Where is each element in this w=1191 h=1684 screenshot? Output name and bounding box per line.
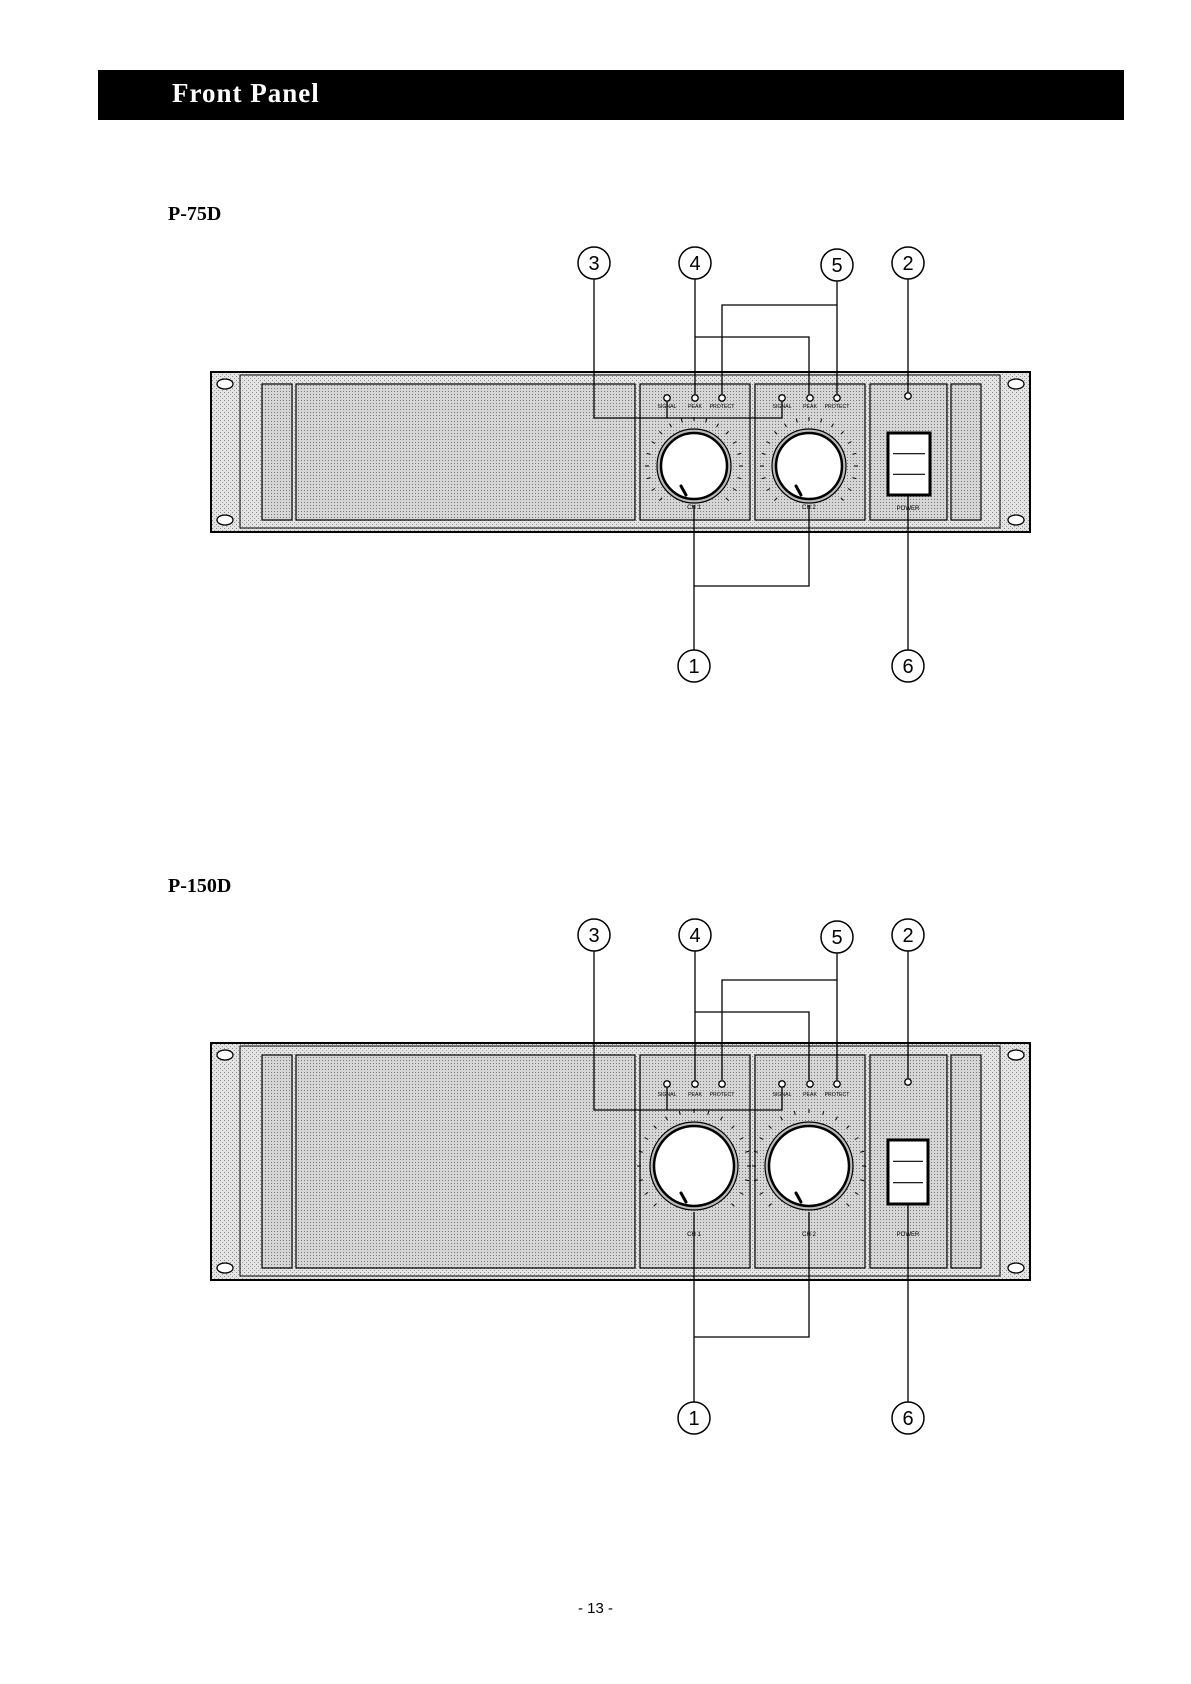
power-led — [905, 393, 911, 399]
peak-led-ch1 — [692, 1081, 698, 1087]
rack-mount-hole — [217, 1263, 233, 1273]
rack-mount-hole — [1008, 1263, 1024, 1273]
rack-mount-hole — [1008, 379, 1024, 389]
peak-led-ch1 — [692, 395, 698, 401]
protect-led-ch1 — [719, 1081, 725, 1087]
protect-led-label: PROTECT — [710, 1092, 736, 1098]
rack-mount-hole — [217, 515, 233, 525]
rack-mount-hole — [1008, 1050, 1024, 1060]
peak-led-ch2 — [807, 1081, 813, 1087]
callout-number: 5 — [831, 255, 842, 277]
rack-mount-hole — [1008, 515, 1024, 525]
peak-led-ch2 — [807, 395, 813, 401]
signal-led-ch2 — [779, 1081, 785, 1087]
signal-led-ch1 — [664, 395, 670, 401]
protect-led-ch2 — [834, 1081, 840, 1087]
blank-panel — [296, 1055, 635, 1268]
page-number: - 13 - — [0, 1600, 1191, 1617]
callout-number: 6 — [902, 656, 913, 678]
rack-mount-hole — [217, 1050, 233, 1060]
callout-number: 3 — [588, 253, 599, 275]
right-handle — [951, 1055, 981, 1268]
signal-led-ch1 — [664, 1081, 670, 1087]
protect-led-label: PROTECT — [825, 404, 851, 410]
blank-panel — [296, 384, 635, 520]
callout-number: 6 — [902, 1408, 913, 1430]
power-switch — [888, 433, 930, 495]
peak-led-label: PEAK — [803, 404, 817, 410]
callout-number: 4 — [689, 253, 700, 275]
callout-number: 4 — [689, 925, 700, 947]
callout-number: 1 — [688, 656, 699, 678]
callout-number: 3 — [588, 925, 599, 947]
callout-number: 2 — [902, 925, 913, 947]
protect-led-label: PROTECT — [710, 404, 736, 410]
left-handle — [262, 384, 292, 520]
gain-knob-ch1 — [661, 433, 727, 499]
right-handle — [951, 384, 981, 520]
power-switch — [888, 1140, 928, 1204]
peak-led-label: PEAK — [688, 1092, 702, 1098]
gain-knob-ch1 — [654, 1126, 734, 1206]
callout-number: 2 — [902, 253, 913, 275]
left-handle — [262, 1055, 292, 1268]
gain-knob-ch2 — [769, 1126, 849, 1206]
protect-led-ch2 — [834, 395, 840, 401]
protect-led-ch1 — [719, 395, 725, 401]
power-led — [905, 1079, 911, 1085]
gain-knob-ch2 — [776, 433, 842, 499]
rack-mount-hole — [217, 379, 233, 389]
protect-led-label: PROTECT — [825, 1092, 851, 1098]
callout-number: 1 — [688, 1408, 699, 1430]
peak-led-label: PEAK — [688, 404, 702, 410]
peak-led-label: PEAK — [803, 1092, 817, 1098]
signal-led-ch2 — [779, 395, 785, 401]
callout-number: 5 — [831, 927, 842, 949]
